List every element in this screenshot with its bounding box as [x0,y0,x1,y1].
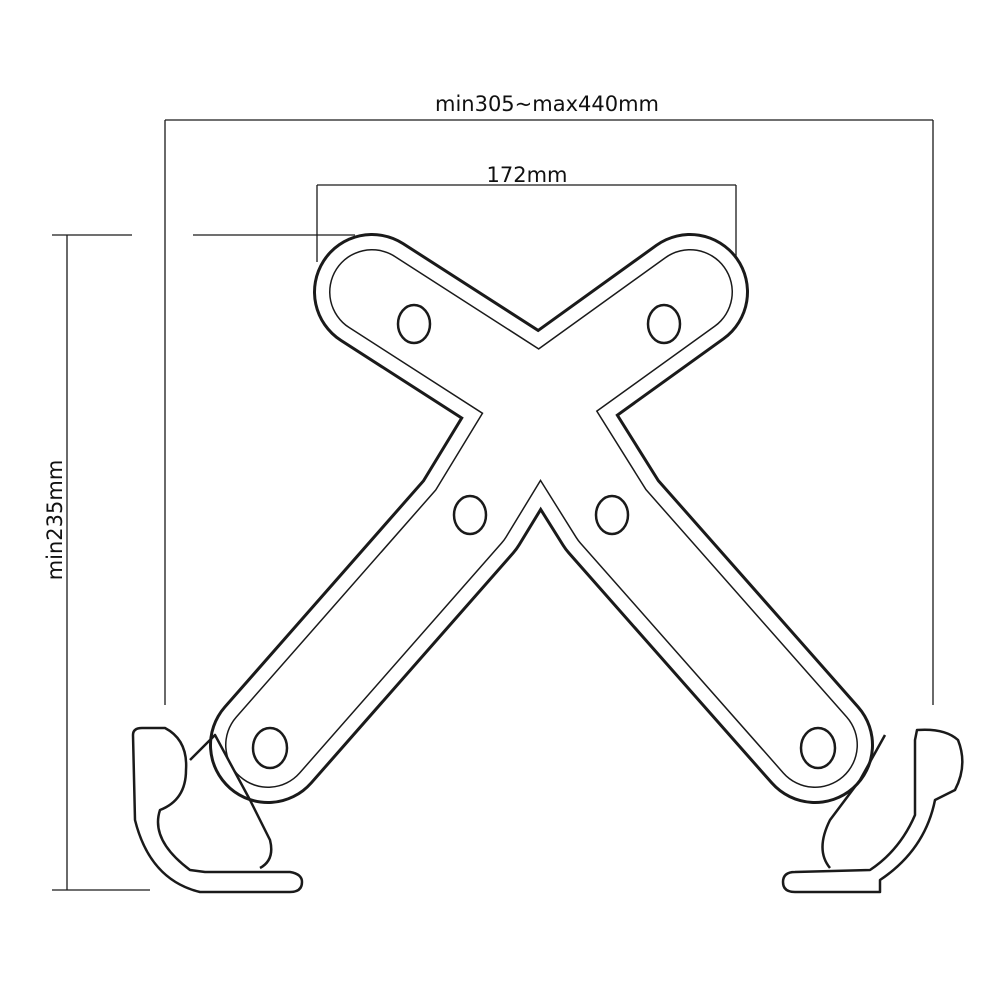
mounting-holes [251,303,837,770]
height-line [52,234,355,891]
hole-icon [646,303,682,345]
height-label: min235mm [43,460,67,581]
hole-icon [396,303,432,345]
right-foot-link [821,734,887,869]
x-bracket [209,233,874,804]
left-foot-link [189,733,273,870]
overall-width-line [164,119,934,705]
left-foot [131,726,304,894]
overall-width-label: min305~max440mm [435,92,659,116]
hole-icon [799,726,837,770]
hole-icon [594,494,630,536]
hole-spacing-label: 172mm [487,163,568,187]
dimension-lines [52,119,934,891]
clamp-feet [131,726,964,894]
hole-icon [452,494,488,536]
hole-icon [251,726,289,770]
right-foot [781,728,964,894]
